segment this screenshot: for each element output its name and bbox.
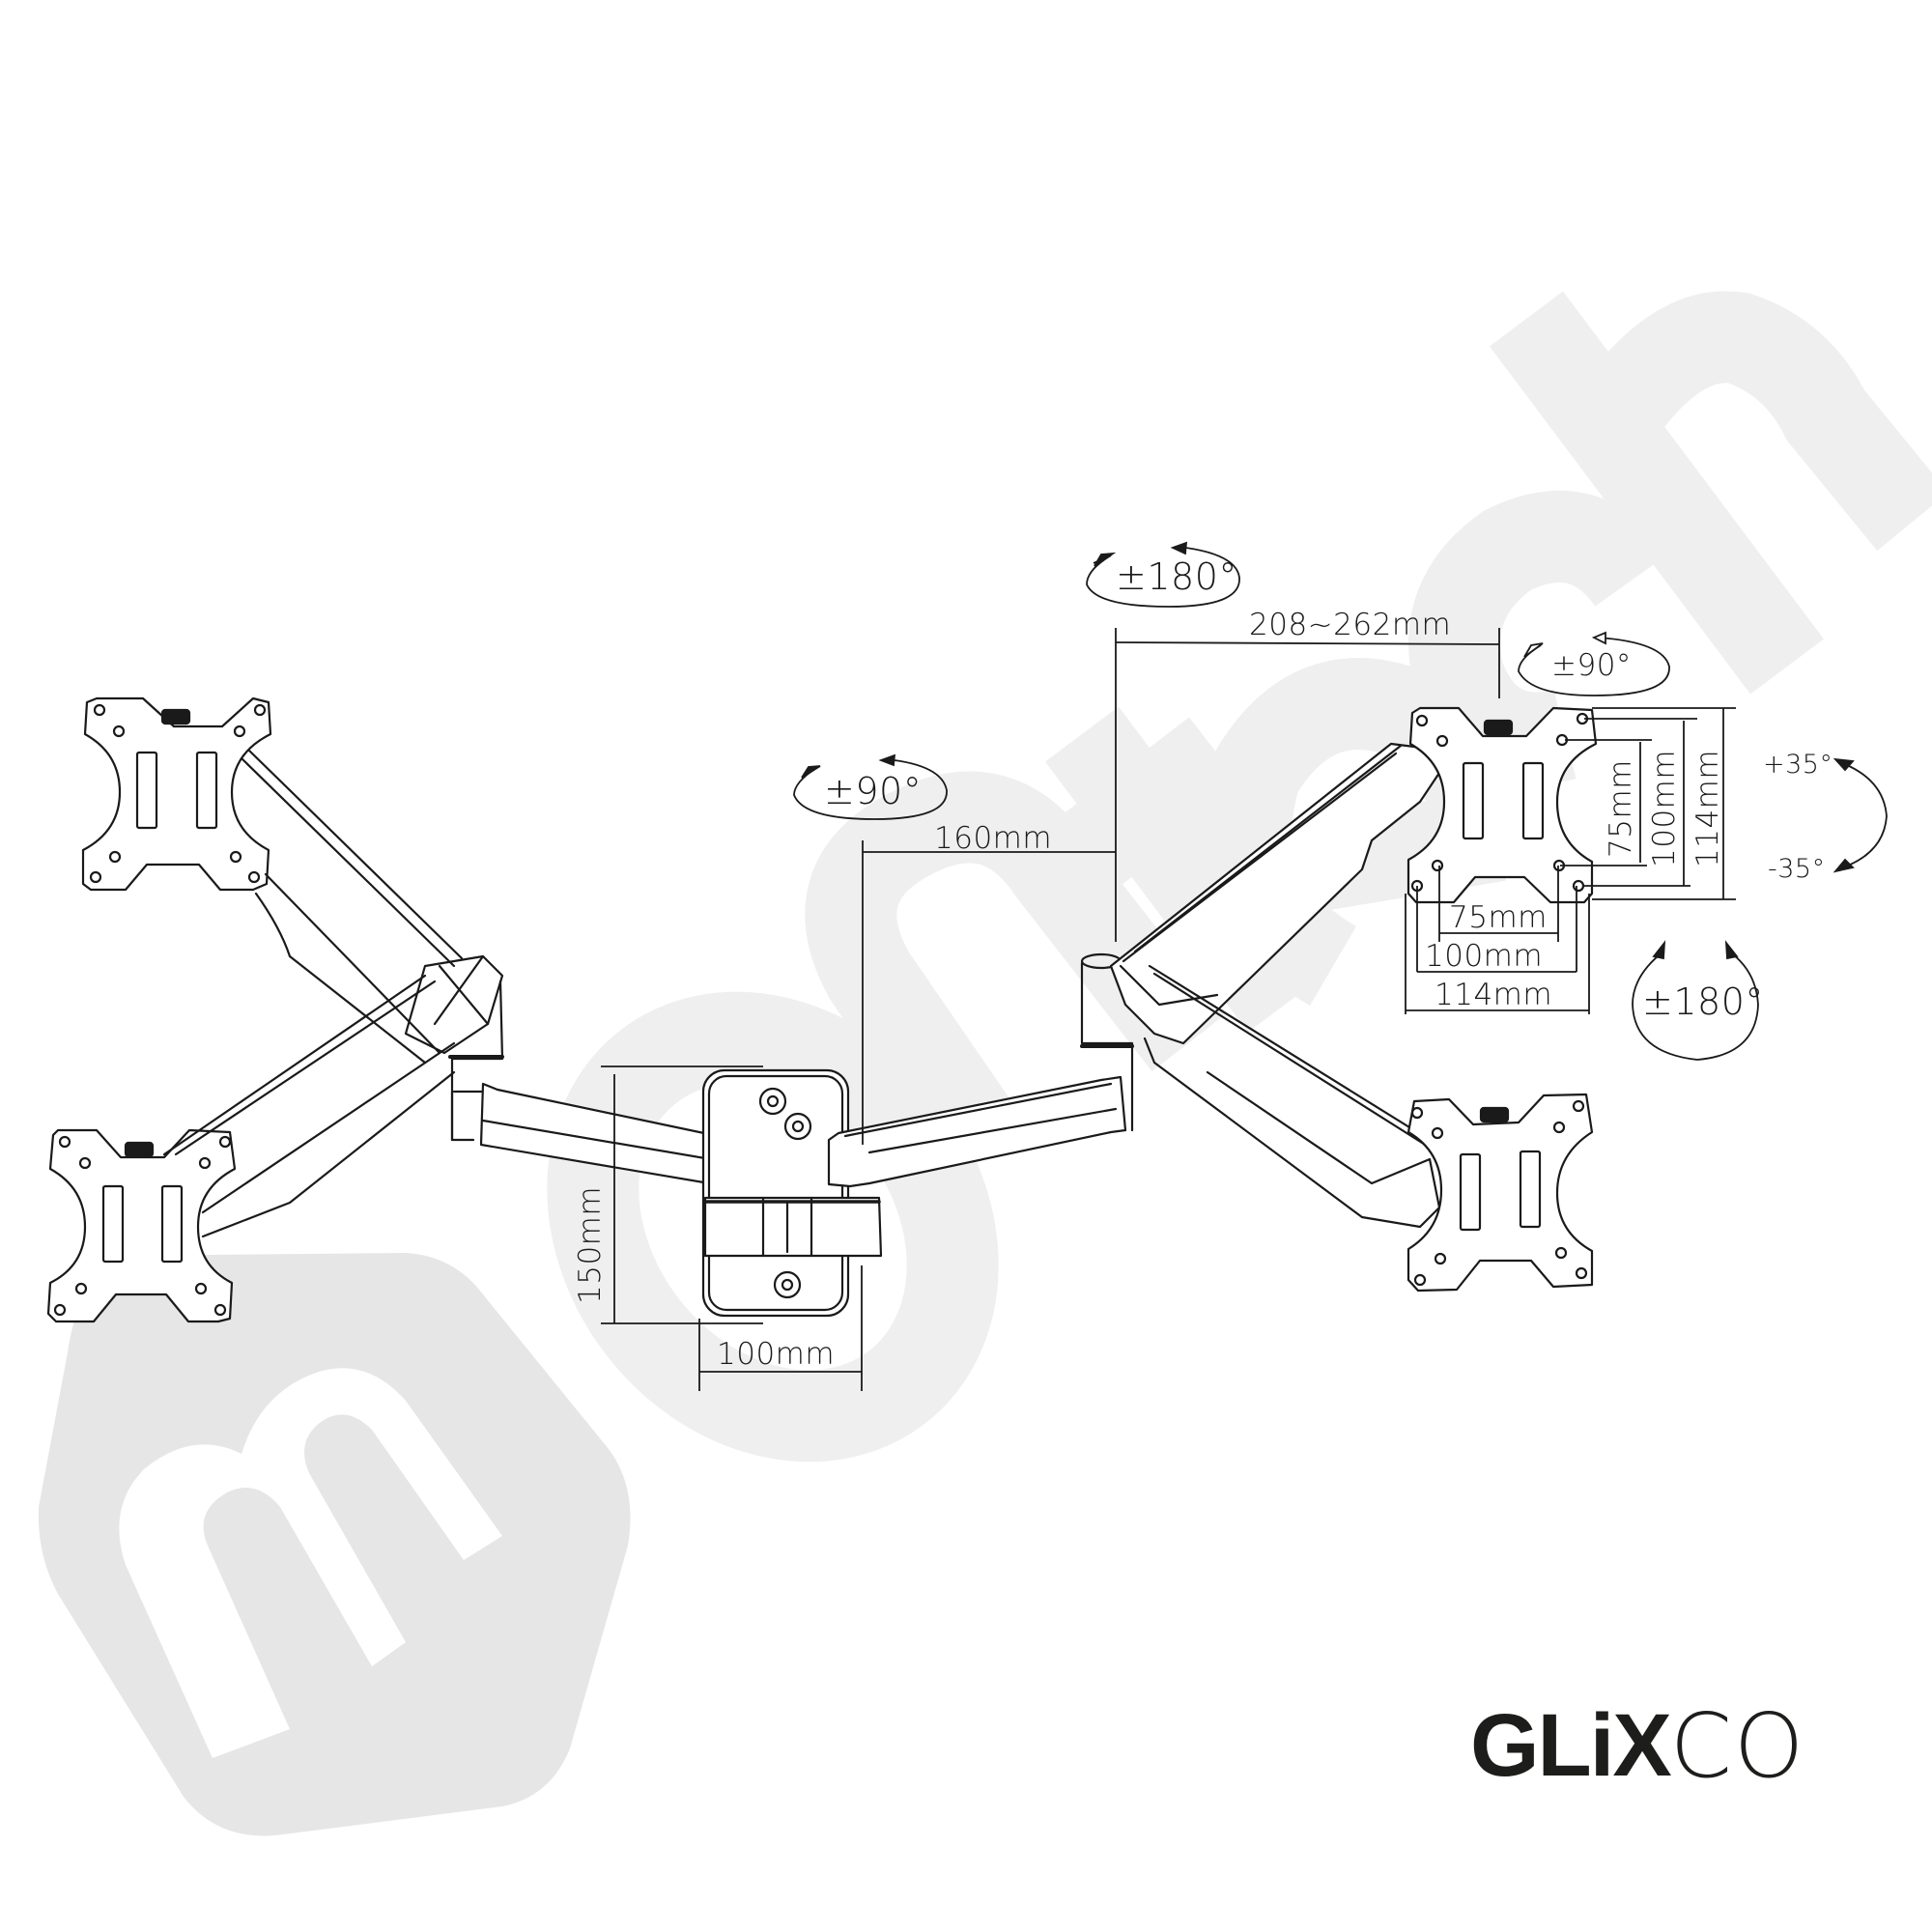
lower-arm-right — [1143, 964, 1441, 1229]
logo-light-text: CO — [1669, 1693, 1806, 1798]
vesa-plate-right-bottom — [1406, 1093, 1594, 1293]
vesa-vertical-100: 100mm — [1647, 749, 1682, 867]
brand-logo: GLiX CO — [1470, 1694, 1805, 1798]
plate-width-label: 100mm — [717, 1337, 836, 1372]
tilt-arc-icon — [1836, 760, 1888, 870]
logo-bold-text: GLiX — [1470, 1695, 1672, 1795]
vesa-plate-left-bottom — [46, 1128, 237, 1323]
watermark-badge — [38, 1253, 631, 1836]
vesa-horizontal-114: 114mm — [1435, 978, 1553, 1012]
vesa-horizontal-75: 75mm — [1449, 900, 1548, 935]
extension-label: 208~262mm — [1249, 608, 1452, 642]
plate-height-label: 150mm — [573, 1185, 608, 1304]
dim-plate-width — [698, 1265, 863, 1391]
right-rotate-label: ±90° — [1551, 648, 1632, 683]
top-swivel-label: ±180° — [1116, 555, 1237, 598]
dim-plate-height — [601, 1065, 763, 1324]
vesa-plate-left-top — [81, 696, 272, 892]
rotation-label: ±180° — [1642, 980, 1764, 1023]
upper-arm-left — [240, 749, 504, 1065]
right-link-arm — [827, 1075, 1127, 1188]
dim-vesa-vertical — [1560, 707, 1736, 900]
dim-extension — [1115, 628, 1500, 942]
vesa-vertical-114: 114mm — [1690, 749, 1725, 867]
vesa-plate-right-top — [1406, 706, 1598, 904]
vesa-horizontal-100: 100mm — [1425, 939, 1544, 974]
wall-plate — [701, 1068, 883, 1318]
arm-offset-label: 160mm — [934, 821, 1053, 856]
upper-arm-right — [1109, 742, 1441, 1045]
rotation-180-icon — [1632, 951, 1759, 1061]
lower-arm-left — [162, 974, 456, 1238]
vesa-vertical-75: 75mm — [1604, 759, 1638, 858]
center-swivel-label: ±90° — [824, 770, 923, 812]
rotation-indicators — [793, 541, 1888, 1061]
tilt-down-label: -35° — [1768, 854, 1826, 884]
swivel-180-top-icon — [1086, 546, 1240, 608]
swivel-90-right-icon — [1518, 637, 1670, 696]
dim-vesa-horizontal — [1405, 866, 1590, 1014]
left-pivot-column — [448, 980, 504, 1142]
swivel-90-center-icon — [793, 758, 948, 820]
dim-arm-offset — [862, 840, 1116, 1145]
tilt-up-label: +35° — [1763, 750, 1833, 780]
